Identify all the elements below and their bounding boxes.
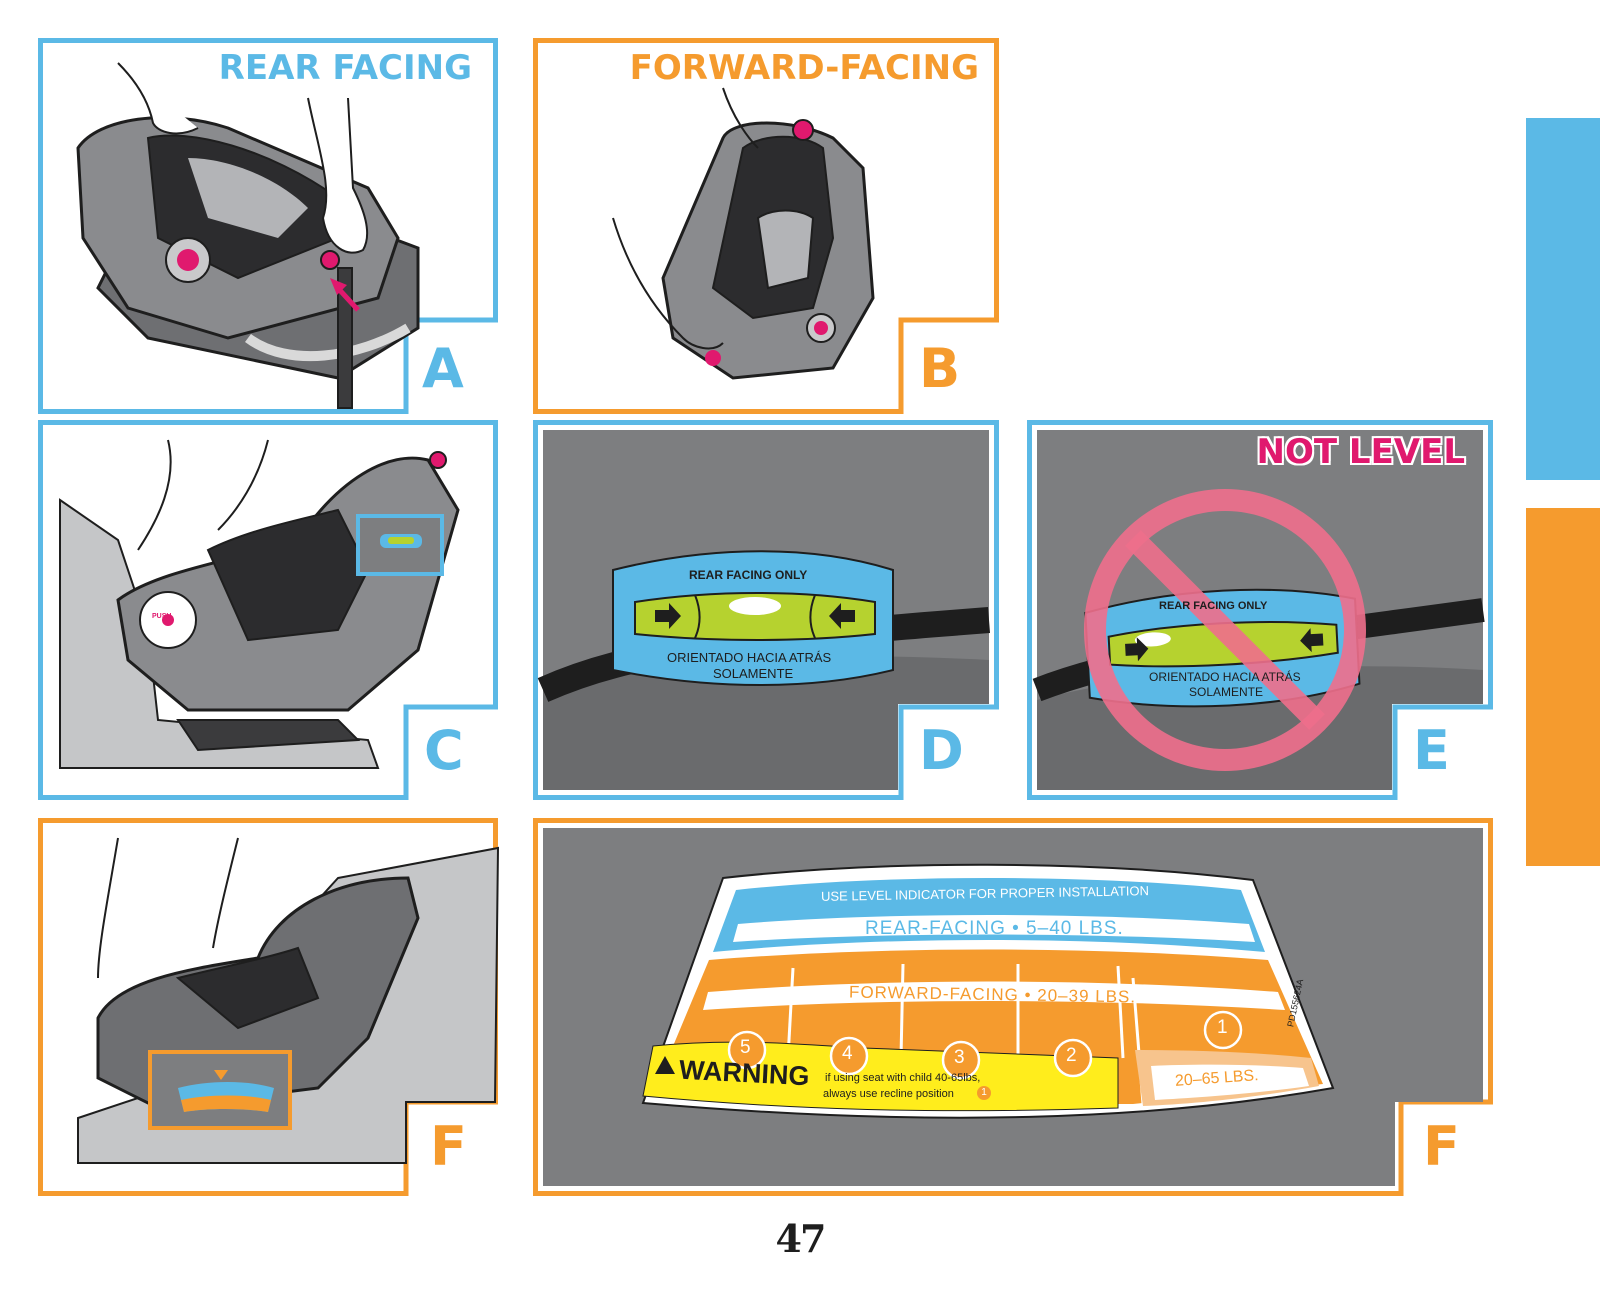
recline-label-illustration: [533, 818, 1493, 1196]
panel-letter-f-small: F: [430, 1115, 467, 1178]
indicator-bottom-text-e-1: ORIENTADO HACIA ATRÁS: [1149, 670, 1301, 684]
panel-d-level: REAR FACING ONLY ORIENTADO HACIA ATRÁS S…: [533, 420, 999, 800]
panel-b-forward-facing: FORWARD-FACING B: [533, 38, 999, 414]
level-indicator-level-illustration: [533, 420, 999, 800]
car-seat-illustration-c: [38, 420, 498, 800]
panel-e-not-level: NOT LEVEL REAR FACING ONLY ORIENTADO HAC…: [1027, 420, 1493, 800]
recline-position-1: 1: [1217, 1017, 1228, 1038]
panel-a-rear-facing: REAR FACING A: [38, 38, 498, 414]
warning-text-2: always use recline position: [823, 1088, 954, 1100]
recline-position-3: 3: [954, 1047, 965, 1068]
indicator-bottom-text-d-2: SOLAMENTE: [713, 666, 794, 681]
indicator-top-text-d: REAR FACING ONLY: [689, 568, 808, 582]
car-seat-illustration-a: [38, 38, 498, 414]
recline-position-4: 4: [842, 1043, 853, 1064]
warning-position-number: 1: [977, 1086, 991, 1100]
indicator-top-text-e: REAR FACING ONLY: [1159, 600, 1268, 612]
section-tab-rear-facing: [1526, 118, 1600, 480]
panel-letter-b: B: [919, 337, 961, 400]
warning-text-1: if using seat with child 40-65lbs,: [825, 1072, 981, 1084]
push-button-label: PUSH: [152, 613, 172, 620]
forward-facing-heading: FORWARD-FACING: [629, 48, 979, 88]
panel-letter-c: C: [424, 719, 464, 782]
recline-position-2: 2: [1066, 1045, 1077, 1066]
car-seat-illustration-b: [533, 38, 999, 414]
indicator-bottom-text-e-2: SOLAMENTE: [1189, 685, 1264, 699]
level-indicator-not-level-illustration: [1027, 420, 1493, 800]
panel-letter-a: A: [422, 337, 464, 400]
car-seat-illustration-f: [38, 818, 500, 1196]
panel-letter-f-large: F: [1423, 1115, 1460, 1178]
page-number: 47: [775, 1216, 827, 1261]
recline-position-5: 5: [740, 1037, 751, 1058]
panel-letter-e: E: [1413, 719, 1450, 782]
section-tab-forward-facing: [1526, 508, 1600, 866]
rear-facing-weight-range: REAR-FACING • 5–40 LBS.: [865, 918, 1124, 939]
not-level-heading: NOT LEVEL: [1256, 432, 1465, 472]
panel-letter-d: D: [919, 719, 964, 782]
panel-f-forward-install: F: [38, 818, 500, 1196]
panel-f-recline-label: USE LEVEL INDICATOR FOR PROPER INSTALLAT…: [533, 818, 1493, 1196]
panel-c-level-check: PUSH C: [38, 420, 498, 800]
rear-facing-heading: REAR FACING: [218, 48, 472, 88]
indicator-bottom-text-d-1: ORIENTADO HACIA ATRÁS: [667, 650, 832, 665]
